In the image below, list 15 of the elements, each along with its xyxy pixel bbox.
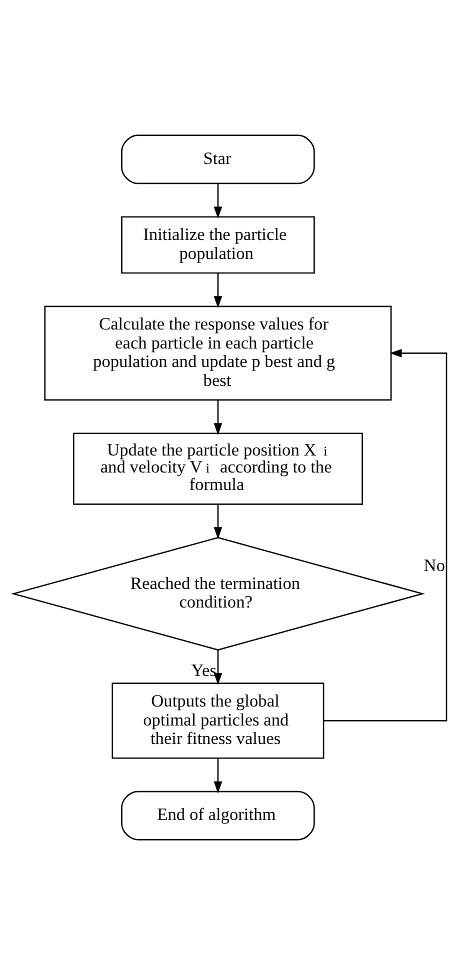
arrow (214, 650, 222, 685)
edge-label: No (424, 555, 446, 574)
node-box: End of algorithm (121, 790, 315, 840)
node-box: Outputs the global optimal particles and their fitness values (112, 682, 324, 758)
node-box: Star (121, 134, 315, 184)
edge-label: Yes (191, 660, 217, 680)
arrow (214, 183, 222, 218)
arrow (324, 348, 448, 721)
arrow (214, 400, 222, 435)
node-box: Calculate the response values for each particle in each particle population and update p best and g best (44, 305, 392, 400)
node-diamond: Reached the termination condition? (10, 536, 425, 650)
arrow (214, 272, 222, 308)
arrow (214, 504, 222, 539)
arrow (214, 758, 222, 793)
node-box: Initialize the particle population (121, 216, 315, 274)
